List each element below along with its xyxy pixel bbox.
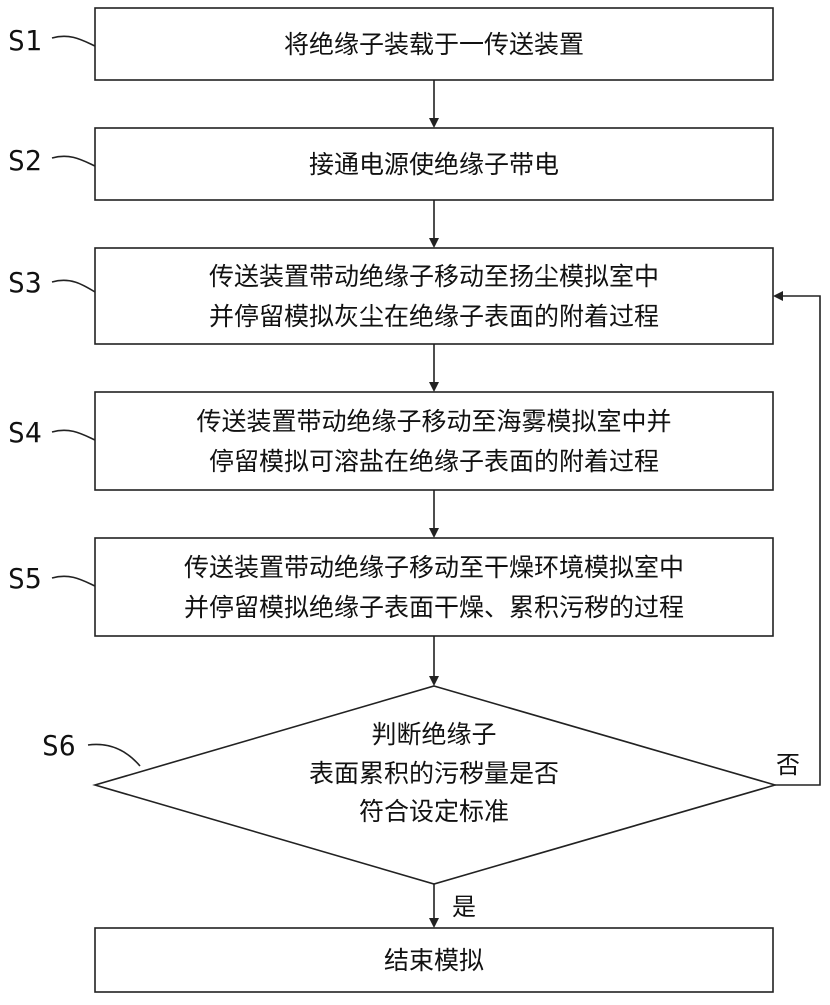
decision-line-2: 表面累积的污秽量是否	[309, 759, 559, 788]
label-s6: S6	[42, 729, 141, 767]
label-s5-leader	[51, 575, 96, 587]
step-s2-text: 接通电源使绝缘子带电	[309, 150, 559, 179]
step-s4-box	[94, 391, 774, 491]
label-s3-leader	[51, 279, 96, 293]
label-s2: S2	[8, 144, 96, 177]
label-s2-text: S2	[8, 144, 42, 177]
label-s4: S4	[8, 416, 96, 449]
step-s3-line-2: 并停留模拟灰尘在绝缘子表面的附着过程	[209, 302, 659, 331]
label-s1-text: S1	[8, 24, 42, 57]
step-s3: 传送装置带动绝缘子移动至扬尘模拟室中 并停留模拟灰尘在绝缘子表面的附着过程	[94, 247, 774, 345]
label-s5: S5	[8, 562, 96, 595]
label-s6-text: S6	[42, 729, 76, 762]
step-end-text: 结束模拟	[384, 946, 484, 975]
arrow-no-loop-to-s3	[773, 291, 821, 786]
label-s2-leader	[51, 155, 96, 167]
step-s2-box	[94, 127, 774, 201]
branch-yes-label: 是	[452, 893, 476, 921]
step-end-box	[94, 927, 774, 993]
label-s6-leader	[87, 743, 141, 767]
decision-line-1: 判断绝缘子	[371, 720, 496, 749]
step-s1: 将绝缘子装载于一传送装置	[94, 7, 774, 81]
step-end: 结束模拟	[94, 927, 774, 993]
step-s2: 接通电源使绝缘子带电	[94, 127, 774, 201]
label-s1-leader	[51, 35, 96, 47]
step-s4-line-1: 传送装置带动绝缘子移动至海雾模拟室中并	[196, 407, 671, 436]
label-s4-text: S4	[8, 416, 42, 449]
label-s1: S1	[8, 24, 96, 57]
decision-s6: 判断绝缘子 表面累积的污秽量是否 符合设定标准	[92, 685, 778, 885]
label-s4-leader	[51, 429, 96, 441]
step-s3-box	[94, 247, 774, 345]
step-s5-line-1: 传送装置带动绝缘子移动至干燥环境模拟室中	[184, 553, 684, 582]
step-s4: 传送装置带动绝缘子移动至海雾模拟室中并 停留模拟可溶盐在绝缘子表面的附着过程	[94, 391, 774, 491]
step-s5-box	[94, 537, 774, 637]
step-s4-line-2: 停留模拟可溶盐在绝缘子表面的附着过程	[209, 447, 659, 476]
decision-line-3: 符合设定标准	[359, 797, 509, 826]
step-s1-text: 将绝缘子装载于一传送装置	[284, 30, 584, 59]
label-s3-text: S3	[8, 266, 42, 299]
step-s5: 传送装置带动绝缘子移动至干燥环境模拟室中 并停留模拟绝缘子表面干燥、累积污秽的过…	[94, 537, 774, 637]
step-s3-line-1: 传送装置带动绝缘子移动至扬尘模拟室中	[209, 262, 659, 291]
step-s5-line-2: 并停留模拟绝缘子表面干燥、累积污秽的过程	[184, 593, 684, 622]
step-s1-box	[94, 7, 774, 81]
label-s5-text: S5	[8, 562, 42, 595]
branch-no-label: 否	[776, 751, 800, 779]
label-s3: S3	[8, 266, 96, 299]
